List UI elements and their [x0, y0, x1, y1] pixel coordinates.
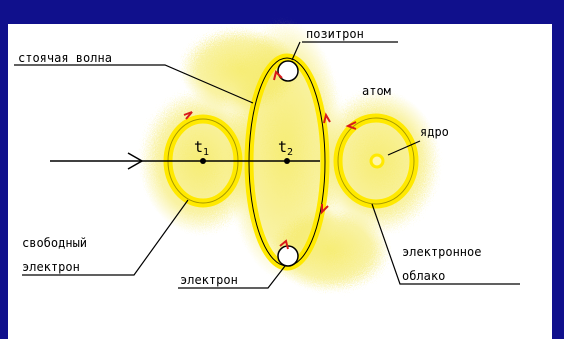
nucleus-leader [387, 140, 421, 156]
nucleus-label: ядро [420, 125, 449, 139]
t1-point [200, 158, 206, 164]
red-direction-arrows [183, 70, 357, 250]
nucleus-dot [369, 153, 385, 169]
free-electron-label-line2: электрон [22, 260, 80, 274]
t2-label: t2 [278, 138, 293, 158]
standing-wave-leader [14, 64, 254, 104]
electron-cloud-label-line1: электронное [402, 245, 481, 259]
electron-label: электрон [180, 273, 238, 287]
positron-label: позитрон [306, 27, 364, 41]
standing-wave-label: стоячая волна [18, 51, 112, 65]
positron-circle [277, 60, 299, 82]
atom-label: атом [362, 84, 391, 98]
electron-leader [178, 265, 286, 289]
atom-electron-ring [333, 113, 419, 209]
free-electron-leader [22, 199, 189, 276]
free-electron-label-line1: свободный [22, 236, 87, 250]
incoming-arrow [50, 152, 150, 170]
electron-cloud-label-line2: облако [402, 269, 445, 283]
t2-point [284, 158, 290, 164]
t1-label: t1 [194, 138, 209, 158]
electron-cloud-leader [371, 203, 520, 285]
